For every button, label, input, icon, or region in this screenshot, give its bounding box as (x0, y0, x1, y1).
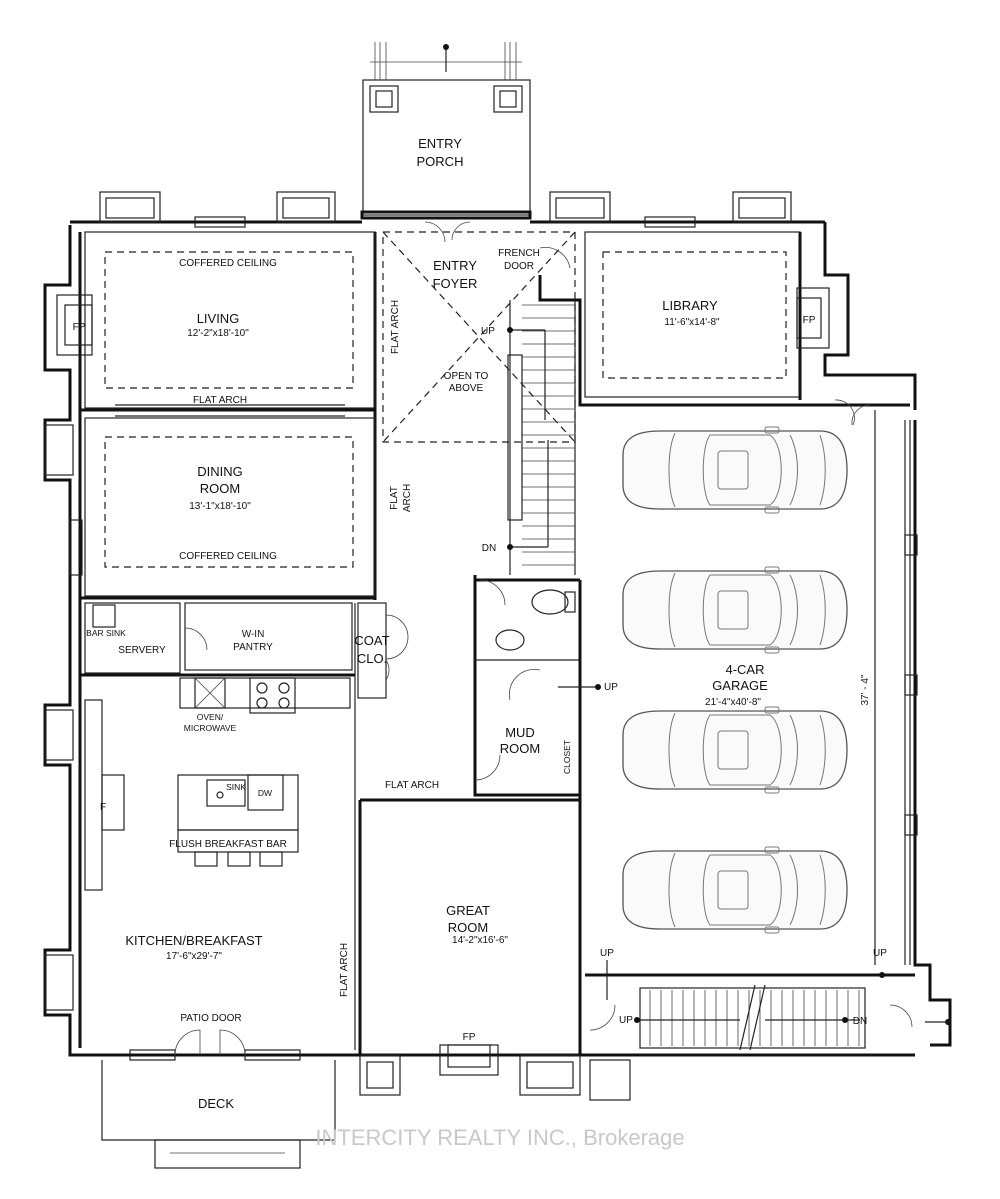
car-3 (622, 706, 848, 794)
entry-foyer-label-1: ENTRY (433, 258, 477, 273)
dn-label-garage-stair: DN (853, 1016, 867, 1027)
living-dims: 12'-2"x18'-10" (187, 328, 249, 339)
great-room-fp-label: FP (463, 1032, 476, 1043)
entry-porch-label-1: ENTRY (418, 136, 462, 151)
fireplaces: FP FP FP (56, 287, 830, 1076)
open-to-above-2: ABOVE (449, 383, 484, 394)
up-label-garage-left: UP (600, 948, 614, 959)
coat-label-1: COAT (354, 633, 389, 648)
flat-arch-stack-1: FLAT (389, 486, 400, 510)
flat-arch-label-1: FLAT ARCH (193, 395, 247, 406)
servery-label: SERVERY (118, 645, 166, 656)
stair-rail (507, 354, 523, 521)
main-stair (507, 304, 575, 566)
mud-room-label-1: MUD (505, 725, 535, 740)
living-fp-label: FP (73, 322, 86, 333)
flat-arch-vertical-1: FLAT ARCH (390, 300, 401, 354)
dn-label-stair: DN (482, 543, 496, 554)
living-label: LIVING (197, 311, 240, 326)
pantry-label-2: PANTRY (233, 642, 273, 653)
entry-porch-label-2: PORCH (417, 154, 464, 169)
stair-arrows (507, 327, 951, 1051)
kitchen-fixtures (92, 604, 299, 867)
entry-foyer-label-2: FOYER (433, 276, 478, 291)
dw-label: DW (258, 788, 272, 798)
watermark: INTERCITY REALTY INC., Brokerage (315, 1125, 684, 1150)
flat-arch-stack-2: ARCH (402, 484, 413, 512)
flat-arch-vertical-2: FLAT ARCH (339, 943, 350, 997)
garage-dimension: 37' - 4" (860, 674, 871, 705)
closet-label: CLOSET (562, 740, 572, 774)
car-2 (622, 566, 848, 654)
bar-sink-label: BAR SINK (86, 628, 126, 638)
library-dims: 11'-6"x14'-8" (664, 317, 720, 328)
garage-label-1: 4-CAR (725, 662, 764, 677)
pantry-label-1: W-IN (242, 629, 265, 640)
up-label-garage-right: UP (873, 948, 887, 959)
up-label-garage-stair: UP (619, 1015, 633, 1026)
french-door-label-1: FRENCH (498, 248, 540, 259)
up-label-stair: UP (481, 326, 495, 337)
dining-dims: 13'-1"x18'-10" (189, 501, 251, 512)
garage-dims: 21'-4"x40'-8" (705, 697, 761, 708)
flat-arch-label-2: FLAT ARCH (385, 780, 439, 791)
garage-stair (649, 990, 860, 1046)
open-to-above-1: OPEN TO (444, 371, 489, 382)
oven-label-2: MICROWAVE (184, 723, 237, 733)
breakfast-bar-label: FLUSH BREAKFAST BAR (169, 839, 287, 850)
great-room-label-1: GREAT (446, 903, 490, 918)
library-label: LIBRARY (662, 298, 718, 313)
sink-label: SINK (226, 782, 246, 792)
deck (101, 1060, 336, 1169)
kitchen-dims: 17'-6"x29'-7" (166, 951, 222, 962)
oven-label-1: OVEN/ (197, 712, 224, 722)
living-ceiling-label: COFFERED CEILING (179, 258, 277, 269)
deck-label: DECK (198, 1096, 234, 1111)
car-4 (622, 846, 848, 934)
coat-label-2: CLO. (357, 651, 387, 666)
dashed-ceilings (104, 231, 787, 568)
garage-label-2: GARAGE (712, 678, 768, 693)
dining-ceiling-label: COFFERED CEILING (179, 551, 277, 562)
car-1 (622, 426, 848, 514)
patio-door-label: PATIO DOOR (180, 1013, 241, 1024)
fridge-label: F (100, 802, 106, 813)
powder-room (495, 589, 576, 651)
french-door-label-2: DOOR (504, 261, 534, 272)
kitchen-label: KITCHEN/BREAKFAST (125, 933, 262, 948)
dining-label-2: ROOM (200, 481, 240, 496)
great-room-label-2: ROOM (448, 920, 488, 935)
exterior-walls (43, 191, 952, 1096)
interior-walls (80, 231, 918, 1055)
great-room-dims: 14'-2"x16'-6" (452, 935, 508, 946)
up-label-mud: UP (604, 682, 618, 693)
entry-porch: ENTRY PORCH (360, 42, 532, 220)
dining-label-1: DINING (197, 464, 243, 479)
doors (174, 221, 913, 1101)
library-fp-label: FP (803, 315, 816, 326)
mud-room-label-2: ROOM (500, 741, 540, 756)
room-labels: ENTRY FOYER FRENCH DOOR COFFERED CEILING… (86, 248, 887, 1111)
